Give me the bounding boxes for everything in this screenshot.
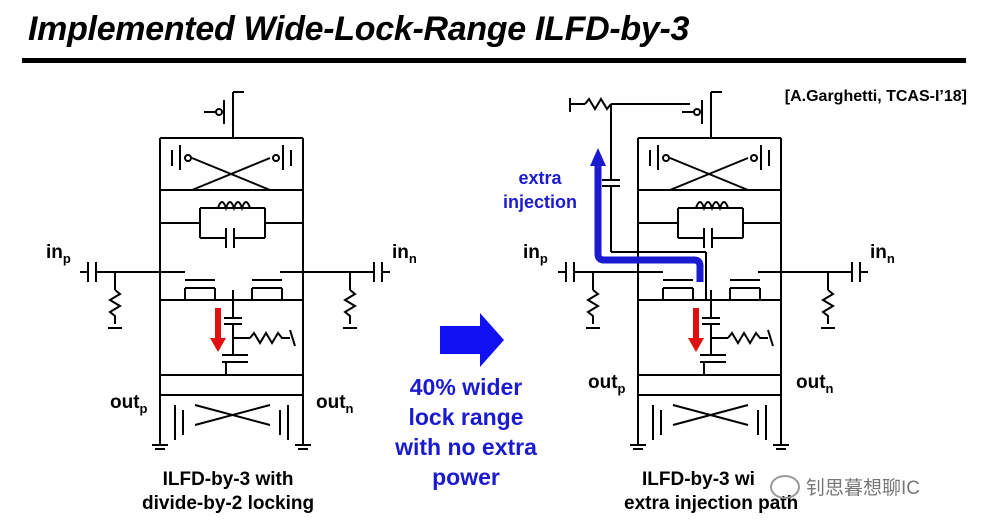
claim-line3: with no extra xyxy=(395,434,537,460)
big-arrow xyxy=(440,313,504,367)
out-n-label-right: outn xyxy=(796,372,834,396)
wechat-icon xyxy=(770,474,800,499)
extra-injection-line1: extra xyxy=(518,168,562,188)
left-caption-line2: divide-by-2 locking xyxy=(142,493,315,514)
out-n-label-left: outn xyxy=(316,392,354,416)
out-p-label-right: outp xyxy=(588,372,626,396)
claim-line1: 40% wider xyxy=(409,374,523,400)
in-p-label-right: inp xyxy=(523,242,548,266)
claim-line4: power xyxy=(432,464,500,490)
extra-injection-line2: injection xyxy=(502,192,577,212)
left-caption: ILFD-by-3 with divide-by-2 locking xyxy=(142,468,314,516)
right-caption: ILFD-by-3 wi extra injection path xyxy=(624,468,798,516)
in-p-label-left: inp xyxy=(46,242,71,266)
right-caption-line1: ILFD-by-3 wi xyxy=(642,469,755,490)
reference-citation: [A.Garghetti, TCAS-I’18] xyxy=(784,88,967,105)
watermark-text: 钊思暮想聊IC xyxy=(806,478,921,499)
left-circuit xyxy=(80,91,390,450)
watermark: 钊思暮想聊IC xyxy=(770,473,920,500)
claim-line2: lock range xyxy=(408,404,524,430)
left-caption-line1: ILFD-by-3 with xyxy=(162,469,294,490)
in-n-label-left: inn xyxy=(392,242,417,266)
lock-range-claim: 40% wider lock range with no extra power xyxy=(366,372,566,492)
in-n-label-right: inn xyxy=(870,242,895,266)
right-caption-line2: extra injection path xyxy=(624,493,799,514)
title-rule xyxy=(22,58,966,63)
extra-injection-label: extra injection xyxy=(492,166,588,214)
slide-title: Implemented Wide-Lock-Range ILFD-by-3 xyxy=(28,10,690,48)
out-p-label-left: outp xyxy=(110,392,148,416)
